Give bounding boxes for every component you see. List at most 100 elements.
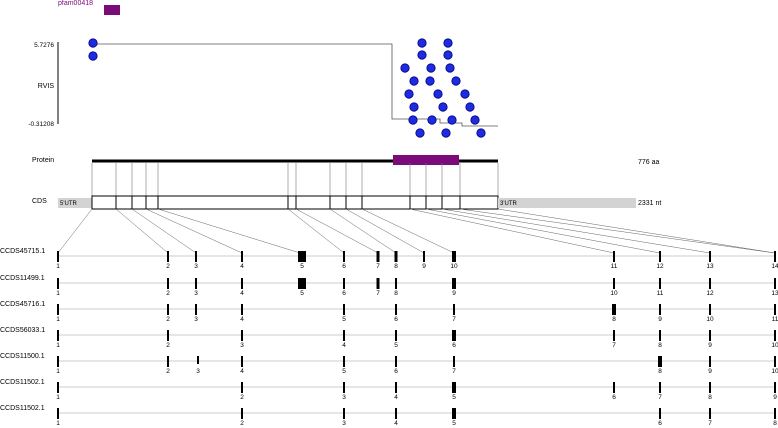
exon-number: 5 bbox=[452, 420, 456, 427]
exon-block bbox=[241, 304, 243, 315]
exon-number: 8 bbox=[658, 342, 662, 349]
exon-number: 12 bbox=[656, 263, 664, 270]
rvis-dot bbox=[427, 115, 437, 125]
exon-block bbox=[395, 408, 397, 419]
rvis-step-line bbox=[92, 43, 498, 127]
exon-number: 4 bbox=[394, 420, 398, 427]
exon-block bbox=[659, 278, 661, 289]
exon-block bbox=[343, 304, 345, 315]
rvis-dot bbox=[433, 89, 443, 99]
exon-block bbox=[453, 356, 455, 367]
exon-block bbox=[167, 304, 169, 315]
exon-block bbox=[774, 304, 776, 315]
exon-number: 9 bbox=[708, 368, 712, 375]
exon-number: 11 bbox=[772, 316, 778, 323]
transcript-name: CCDS11502.1 bbox=[0, 379, 45, 386]
exon-number: 5 bbox=[300, 263, 304, 270]
exon-block bbox=[167, 251, 169, 262]
exon-block bbox=[774, 356, 776, 367]
exon-block bbox=[613, 330, 615, 341]
rvis-panel: 5.7276 RVIS -0.31208 bbox=[28, 38, 498, 138]
exon-number: 2 bbox=[166, 263, 170, 270]
exon-number: 5 bbox=[300, 290, 304, 297]
fan-connector bbox=[145, 208, 243, 254]
rvis-dot bbox=[409, 76, 419, 86]
rvis-dots bbox=[88, 38, 486, 138]
exon-number: 14 bbox=[771, 263, 778, 270]
exon-number: 5 bbox=[342, 316, 346, 323]
exon-block bbox=[659, 330, 661, 341]
exon-number: 8 bbox=[658, 368, 662, 375]
fan-connector bbox=[459, 208, 776, 254]
fan-connector bbox=[115, 208, 169, 254]
exon-number: 5 bbox=[394, 342, 398, 349]
exon-number: 6 bbox=[394, 316, 398, 323]
exon-number: 2 bbox=[166, 368, 170, 375]
protein-cds-connectors bbox=[91, 163, 499, 196]
exon-number: 4 bbox=[240, 290, 244, 297]
rvis-dot bbox=[88, 51, 98, 61]
exon-block bbox=[241, 356, 243, 367]
exon-number: 2 bbox=[240, 420, 244, 427]
fan-connector bbox=[409, 208, 615, 254]
rvis-dot bbox=[415, 128, 425, 138]
exon-block bbox=[241, 330, 243, 341]
rvis-dot bbox=[408, 115, 418, 125]
exon-number: 3 bbox=[194, 290, 198, 297]
exon-number: 10 bbox=[706, 316, 714, 323]
exon-block bbox=[395, 356, 397, 367]
exon-block bbox=[376, 278, 380, 289]
exon-number: 1 bbox=[56, 394, 60, 401]
exon-block bbox=[659, 408, 661, 419]
exon-block bbox=[298, 251, 306, 262]
exon-number: 7 bbox=[658, 394, 662, 401]
rvis-dot bbox=[443, 38, 453, 48]
transcript-name: CCDS56033.1 bbox=[0, 327, 45, 334]
exon-number: 9 bbox=[773, 394, 777, 401]
exon-block bbox=[613, 278, 615, 289]
exon-number: 6 bbox=[658, 420, 662, 427]
cds-exon-boundaries bbox=[115, 196, 461, 209]
exon-number: 13 bbox=[706, 263, 714, 270]
exon-number: 12 bbox=[706, 290, 714, 297]
exon-number: 3 bbox=[240, 342, 244, 349]
exon-number: 10 bbox=[771, 342, 778, 349]
exon-number: 7 bbox=[376, 263, 380, 270]
exon-block bbox=[452, 278, 456, 289]
rvis-dot bbox=[400, 63, 410, 73]
exon-block bbox=[774, 251, 776, 262]
exon-number: 10 bbox=[450, 263, 458, 270]
exon-block bbox=[241, 278, 243, 289]
rvis-dot bbox=[417, 50, 427, 60]
exon-number: 8 bbox=[394, 263, 398, 270]
exon-block bbox=[395, 330, 397, 341]
exon-number: 1 bbox=[56, 420, 60, 427]
exon-number: 4 bbox=[394, 394, 398, 401]
fan-connector bbox=[329, 208, 397, 254]
exon-number: 4 bbox=[240, 316, 244, 323]
utr3-box bbox=[498, 198, 636, 208]
exon-number: 4 bbox=[240, 368, 244, 375]
exon-number: 6 bbox=[342, 263, 346, 270]
exon-block bbox=[343, 251, 345, 262]
exon-number: 1 bbox=[56, 342, 60, 349]
rvis-dot bbox=[447, 115, 457, 125]
exon-number: 9 bbox=[708, 342, 712, 349]
rvis-dot bbox=[404, 89, 414, 99]
exon-block bbox=[197, 356, 199, 364]
fan-connector bbox=[425, 208, 661, 254]
fan-connector bbox=[361, 208, 455, 254]
cds-label: CDS bbox=[32, 198, 47, 205]
exon-block bbox=[241, 382, 243, 393]
exon-number: 6 bbox=[612, 394, 616, 401]
rvis-dot bbox=[465, 102, 475, 112]
pfam-legend-swatch bbox=[104, 5, 120, 15]
exon-number: 8 bbox=[612, 316, 616, 323]
rvis-dot bbox=[451, 76, 461, 86]
exon-number: 11 bbox=[611, 263, 618, 270]
exon-number: 4 bbox=[342, 342, 346, 349]
exon-number: 7 bbox=[452, 316, 456, 323]
